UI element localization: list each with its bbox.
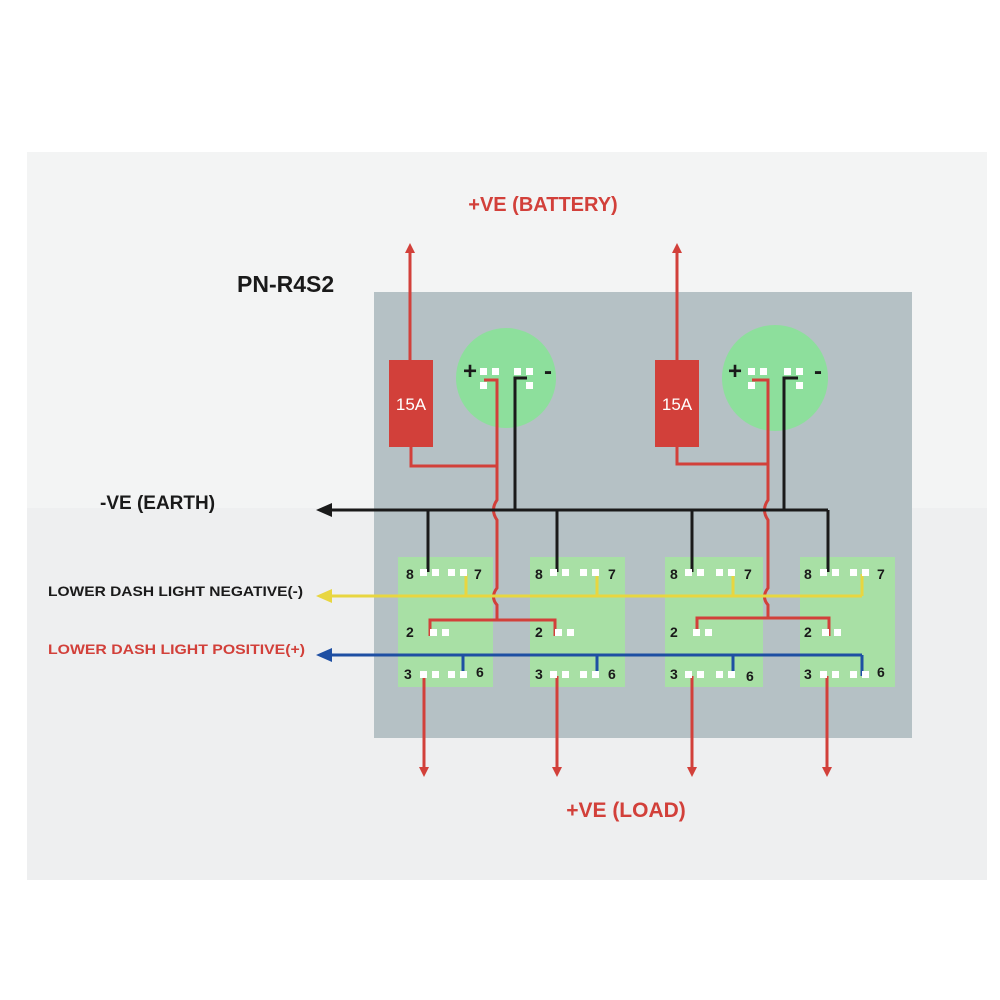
- switch-1-pin-2: 2: [406, 624, 414, 640]
- switch-1-pin-7: 7: [474, 566, 482, 582]
- switch-3-pin-7: 7: [744, 566, 752, 582]
- fuse-2: [655, 360, 699, 447]
- fuse-2-label: 15A: [662, 395, 693, 414]
- switch-2: [530, 557, 625, 687]
- fuse-1: [389, 360, 433, 447]
- dash-negative-label: LOWER DASH LIGHT NEGATIVE(-): [48, 583, 303, 599]
- load-label: +VE (LOAD): [566, 799, 686, 822]
- switch-3-pin-3: 3: [670, 666, 678, 682]
- switch-2-pin-2: 2: [535, 624, 543, 640]
- dash-negative-arrowhead: [316, 589, 332, 603]
- breaker-earth-2: [782, 376, 798, 510]
- dash-positive-label: LOWER DASH LIGHT POSITIVE(+): [48, 641, 305, 657]
- switch-4-pin-3: 3: [804, 666, 812, 682]
- earth-arrowhead: [316, 503, 332, 517]
- switch-4-pin-8: 8: [804, 566, 812, 582]
- battery-label: +VE (BATTERY): [468, 194, 617, 216]
- switch-4-pin-6: 6: [877, 664, 885, 680]
- breaker-1-minus: -: [544, 358, 552, 385]
- switch-1-pin-6: 6: [476, 664, 484, 680]
- switch-4: [800, 557, 895, 687]
- circuit-breaker-1: [456, 328, 556, 428]
- fuse-1-label: 15A: [396, 395, 427, 414]
- breaker-2-minus: -: [814, 358, 822, 385]
- switch-1: [398, 557, 493, 687]
- switch-1-pin-8: 8: [406, 566, 414, 582]
- switch-2-pin-3: 3: [535, 666, 543, 682]
- switch-4-pin-7: 7: [877, 566, 885, 582]
- switch-3-pin-8: 8: [670, 566, 678, 582]
- model-label: PN-R4S2: [237, 271, 334, 297]
- switch-2-pin-8: 8: [535, 566, 543, 582]
- switch-2-pin-7: 7: [608, 566, 616, 582]
- switch-4-pin-2: 2: [804, 624, 812, 640]
- switch-3-pin-2: 2: [670, 624, 678, 640]
- circuit-breaker-2: [722, 325, 828, 431]
- pin-terminals: [420, 368, 869, 678]
- switch-1-pin-3: 3: [404, 666, 412, 682]
- breaker-earth-1: [513, 376, 527, 510]
- breaker-2-plus: +: [728, 358, 742, 385]
- dash-positive-arrowhead: [316, 648, 332, 662]
- breaker-1-plus: +: [463, 358, 477, 385]
- switch-3-pin-6: 6: [746, 668, 754, 684]
- switch-3: [665, 557, 763, 687]
- earth-label: -VE (EARTH): [100, 493, 215, 514]
- switch-2-pin-6: 6: [608, 666, 616, 682]
